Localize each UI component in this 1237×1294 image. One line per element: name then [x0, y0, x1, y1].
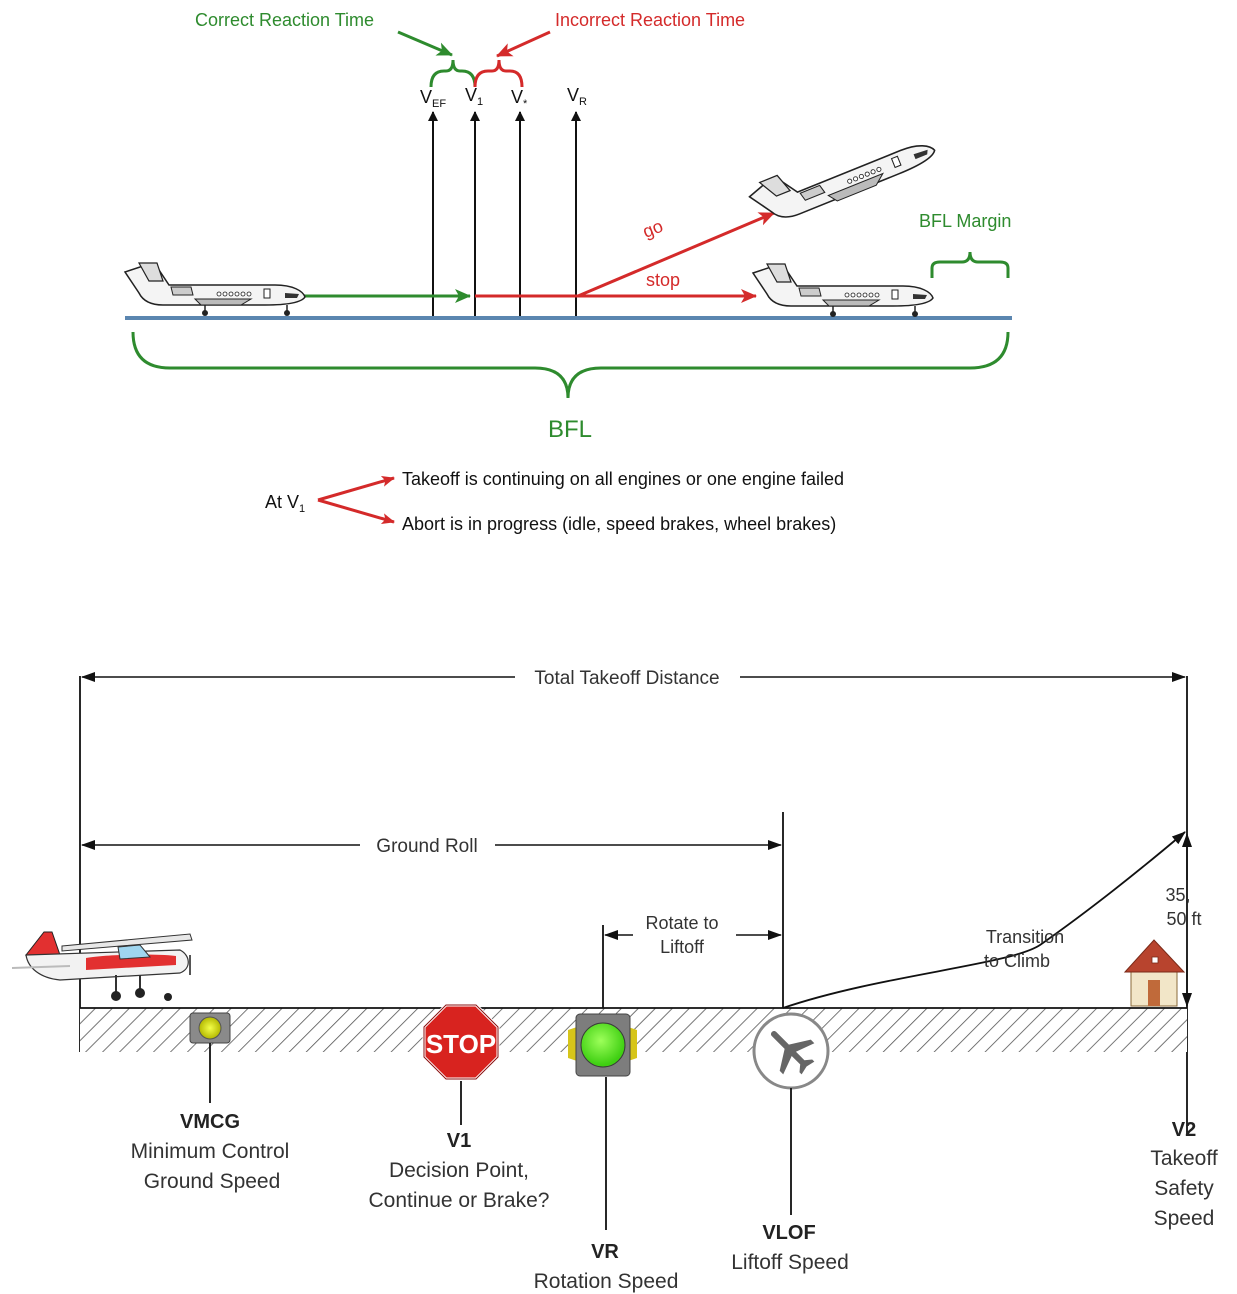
yellow-light-icon [189, 1012, 231, 1044]
stop-sign-icon: STOP [422, 1003, 500, 1081]
obstacle-height-line1: 35, [1165, 885, 1190, 905]
abort-arrow [317, 498, 395, 524]
stop-sign-text: STOP [426, 1029, 496, 1059]
at-v1-label: At V1 [265, 492, 305, 515]
bottom-diagram: Total Takeoff Distance Ground Roll Rotat… [11, 668, 1218, 1293]
v1-desc-line2: Continue or Brake? [369, 1189, 550, 1212]
v2-desc-line2: Safety [1154, 1177, 1214, 1200]
v2-desc-line3: Speed [1154, 1207, 1215, 1230]
correct-reaction-brace [429, 59, 477, 88]
jet-icon [748, 145, 936, 218]
incorrect-reaction-brace [473, 59, 524, 88]
outcome-abort: Abort is in progress (idle, speed brakes… [402, 514, 836, 534]
transition-line2: to Climb [984, 951, 1050, 971]
vlof-desc: Liftoff Speed [731, 1251, 849, 1274]
vef-label: VEF [420, 87, 446, 110]
v1-desc-line1: Decision Point, [389, 1159, 529, 1182]
incorrect-reaction-time-label: Incorrect Reaction Time [555, 10, 745, 30]
v1-code: V1 [447, 1130, 471, 1152]
continue-arrow [317, 476, 395, 502]
vr-code: VR [591, 1241, 619, 1263]
climb-path [782, 831, 1186, 1009]
go-arrow [577, 211, 775, 298]
v2-desc-line1: Takeoff [1150, 1147, 1217, 1170]
vmcg-code: VMCG [180, 1111, 240, 1133]
bfl-label: BFL [548, 416, 592, 443]
bfl-margin-brace [930, 251, 1010, 278]
vr-label: VR [567, 85, 587, 108]
rotate-to-liftoff-line1: Rotate to [645, 913, 718, 933]
ground-roll-label: Ground Roll [376, 836, 477, 857]
stop-label: stop [646, 270, 680, 290]
vmcg-desc-line1: Minimum Control [131, 1140, 290, 1163]
bfl-brace [131, 331, 1010, 399]
go-label: go [640, 216, 666, 242]
airplane-circle-icon [752, 1012, 830, 1090]
outcome-continue: Takeoff is continuing on all engines or … [402, 469, 844, 489]
total-takeoff-distance-label: Total Takeoff Distance [534, 668, 719, 689]
rotate-to-liftoff-line2: Liftoff [660, 937, 705, 957]
vstar-label: V* [511, 87, 528, 110]
transition-line1: Transition [986, 927, 1064, 947]
top-diagram: Correct Reaction Time Incorrect Reaction… [123, 10, 1012, 534]
correct-reaction-time-label: Correct Reaction Time [195, 10, 374, 30]
incorrect-reaction-arrow [496, 30, 551, 58]
bfl-margin-label: BFL Margin [919, 211, 1011, 231]
house-icon [1123, 939, 1186, 1007]
jet-icon [751, 263, 934, 317]
jet-icon [123, 262, 306, 316]
small-plane-icon [11, 931, 193, 1001]
vr-desc: Rotation Speed [534, 1270, 679, 1293]
vmcg-desc-line2: Ground Speed [144, 1170, 281, 1193]
correct-reaction-arrow [397, 30, 453, 57]
vlof-code: VLOF [762, 1222, 815, 1244]
v1-label: V1 [465, 85, 483, 108]
obstacle-height-line2: 50 ft [1166, 909, 1201, 929]
green-light-icon [568, 1013, 637, 1077]
v2-code: V2 [1172, 1119, 1196, 1141]
